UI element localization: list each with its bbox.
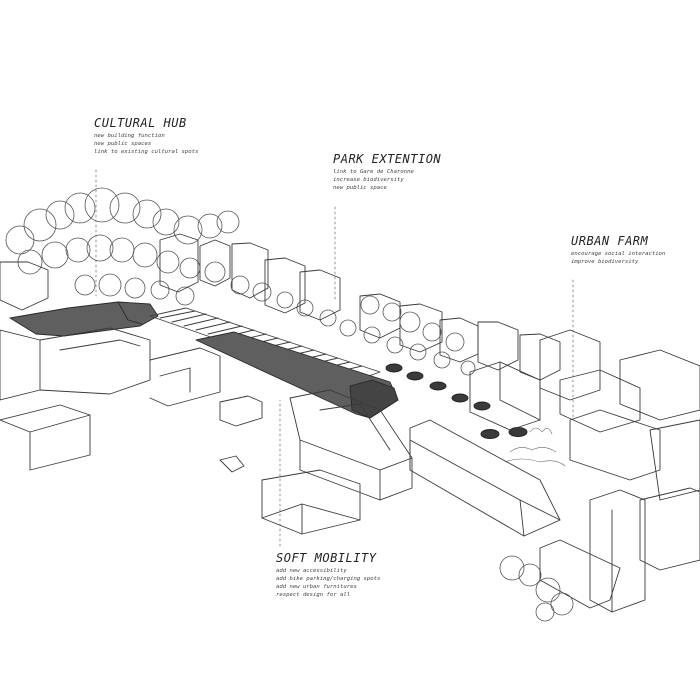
annotation-item: new building function xyxy=(94,133,165,139)
annotation-item: add new urban furnitures xyxy=(276,584,357,590)
annotation-item: new public spaces xyxy=(94,141,152,147)
tree-canopy-east xyxy=(360,295,476,376)
annotation-title: SOFT MOBILITY xyxy=(276,551,377,565)
urban-farm-plot xyxy=(504,427,566,467)
cultural-hub-roof xyxy=(9,301,159,337)
annotation-item: encourage social interaction xyxy=(571,251,666,257)
annotation-urban-farm: URBAN FARM encourage social interaction … xyxy=(571,234,665,266)
annotation-cultural-hub: CULTURAL HUB new building function new p… xyxy=(94,116,198,156)
annotation-park-extension: PARK EXTENTION link to Gare de Charonne … xyxy=(333,152,441,192)
annotation-item: link to existing cultural spots xyxy=(94,149,199,155)
leader-lines xyxy=(95,169,574,547)
annotation-soft-mobility: SOFT MOBILITY add new accessibility add … xyxy=(276,551,380,599)
annotation-item: respect design for all xyxy=(276,592,351,598)
buildings-southwest xyxy=(0,327,263,473)
buildings-east xyxy=(469,329,700,571)
street-trees xyxy=(385,363,528,439)
annotation-item: new public space xyxy=(333,185,387,191)
buildings-south-center xyxy=(261,389,413,535)
annotation-title: CULTURAL HUB xyxy=(94,116,187,130)
annotation-item: increase biodiversity xyxy=(333,177,404,183)
annotation-item: add new accessibility xyxy=(276,568,347,574)
buildings-north-row xyxy=(0,233,561,381)
annotation-item: link to Gare de Charonne xyxy=(333,169,414,175)
annotation-item: improve biodiversity xyxy=(571,259,639,265)
annotation-title: URBAN FARM xyxy=(571,234,649,248)
annotation-title: PARK EXTENTION xyxy=(333,152,442,166)
tree-canopy-south xyxy=(499,555,574,622)
slab-building xyxy=(409,419,646,613)
annotation-item: add bike parking/charging spots xyxy=(276,576,381,582)
